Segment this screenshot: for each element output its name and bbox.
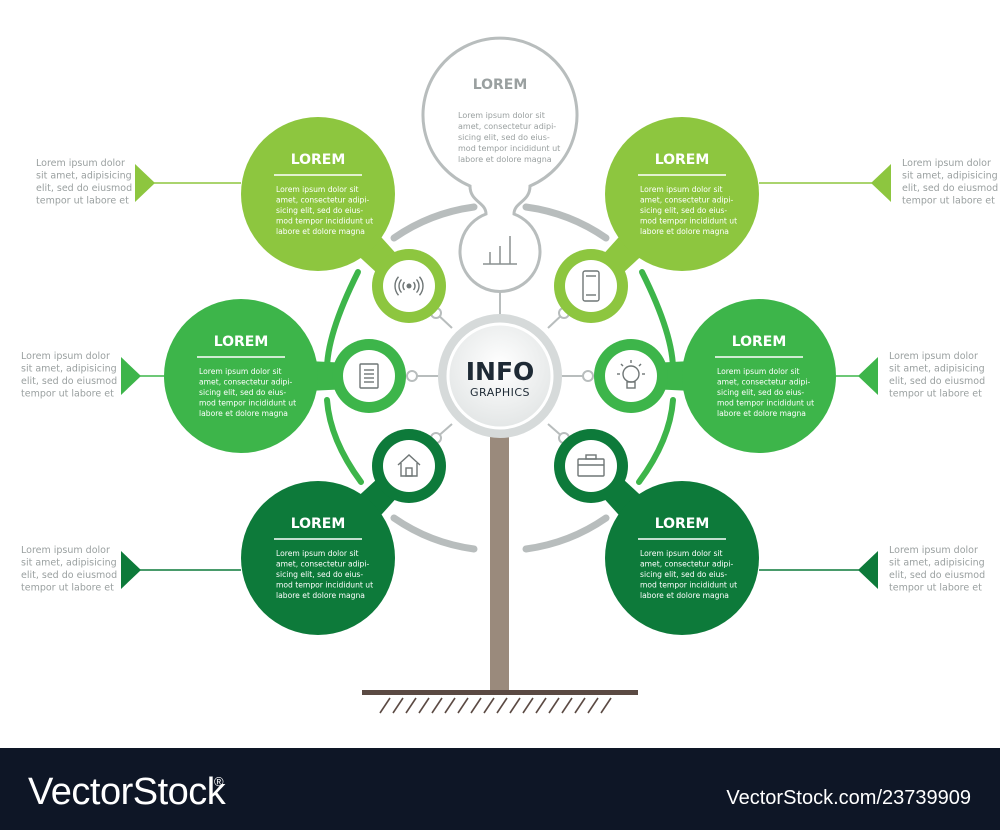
pointer-arrow-icon: [135, 164, 155, 202]
node-title: LOREM: [655, 152, 710, 168]
node-title: LOREM: [291, 152, 346, 168]
footer-brand: VectorStock: [28, 771, 227, 813]
top-node: LOREM Lorem ipsum dolor sit amet, consect…: [421, 36, 579, 293]
top-node-body: Lorem ipsum dolor sit amet, consectetur a…: [458, 111, 560, 164]
icon-circle-inner: [343, 350, 395, 402]
top-node-title: LOREM: [473, 77, 528, 93]
icon-circle-inner: [565, 440, 617, 492]
top-node-outline: [421, 36, 579, 293]
node-circle: [241, 481, 395, 635]
briefcase-icon: [577, 454, 605, 477]
top-node-body-line: Lorem ipsum dolor sit: [458, 111, 545, 120]
node-title: LOREM: [655, 516, 710, 532]
ground-line: [362, 690, 638, 695]
footer-site: VectorStock.com/23739909: [726, 787, 971, 809]
center-hub: INFO GRAPHICS: [438, 314, 562, 438]
footer-bar: [0, 748, 1000, 830]
pointer-arrow-icon: [121, 551, 141, 589]
icon-circle-inner: [565, 260, 617, 312]
center-title: INFO: [466, 357, 535, 386]
icon-circle-inner: [605, 350, 657, 402]
node-title: LOREM: [291, 516, 346, 532]
bar-chart-icon: [476, 226, 524, 266]
pointer-arrow-icon: [858, 357, 878, 395]
footer-registered-mark: ®: [214, 774, 224, 789]
node-title: LOREM: [732, 334, 787, 350]
node-title: LOREM: [214, 334, 269, 350]
node-circle: [241, 117, 395, 271]
ground-hatch: [379, 697, 612, 714]
pointer-arrow-icon: [871, 164, 891, 202]
icon-circle-inner: [383, 440, 435, 492]
top-node-body-line: mod tempor incididunt ut: [458, 144, 560, 153]
node-circle: [605, 117, 759, 271]
document-icon: [359, 363, 379, 389]
tree-trunk: [490, 430, 509, 692]
house-icon: [397, 454, 421, 477]
gray-arcs: [390, 203, 610, 553]
top-node-body-line: amet, consectetur adipi-: [458, 122, 556, 131]
pointer-arrow-icon: [121, 357, 141, 395]
node-circle: [164, 299, 318, 453]
center-subtitle: GRAPHICS: [470, 386, 530, 399]
node-circle: [682, 299, 836, 453]
top-node-body-line: labore et dolore magna: [458, 155, 552, 164]
light-bulb-icon: [617, 360, 645, 389]
top-node-body-line: sicing elit, sed do eius-: [458, 133, 550, 142]
wifi-signal-icon: [394, 276, 424, 296]
node-circle: [605, 481, 759, 635]
smartphone-icon: [582, 270, 600, 302]
pointer-arrow-icon: [858, 551, 878, 589]
